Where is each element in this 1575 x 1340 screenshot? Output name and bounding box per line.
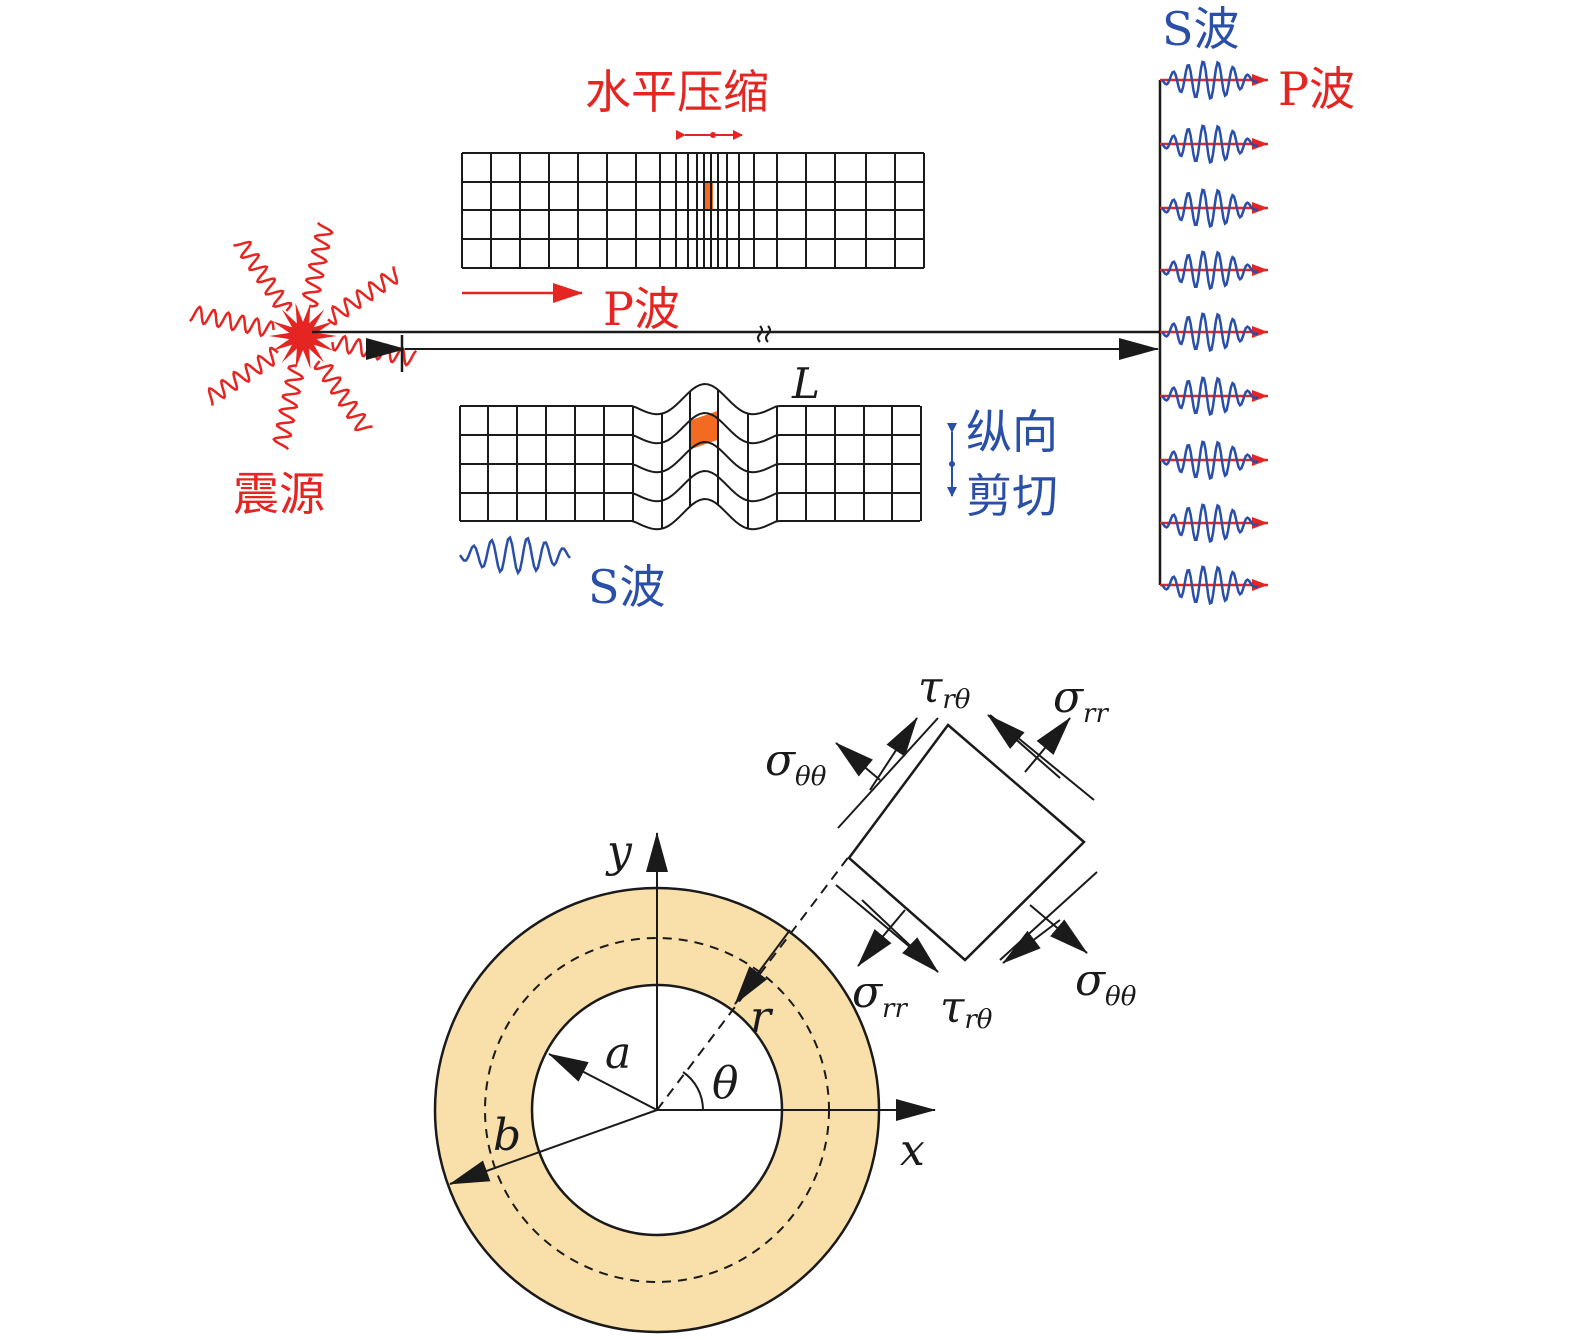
label-radius-b: b — [493, 1110, 521, 1161]
label-angle: θ — [712, 1058, 739, 1109]
label-sigma-rr-top: σrr — [1053, 672, 1109, 729]
wave-train — [1160, 376, 1268, 417]
label-axis-x: x — [900, 1125, 925, 1176]
wave-train — [1160, 440, 1268, 481]
wave-train — [1160, 312, 1268, 353]
label-s-wave-right: S波 — [1162, 2, 1240, 56]
label-distance: L — [791, 359, 820, 408]
label-p-wave-mid: P波 — [603, 282, 680, 336]
label-sigma-tt-bottom: σθθ — [1075, 955, 1137, 1012]
label-compression: 水平压缩 — [585, 65, 769, 119]
wave-train — [1160, 565, 1268, 606]
wave-train — [1160, 503, 1268, 544]
label-tau-top: τrθ — [918, 662, 971, 715]
radius-a-line — [548, 1053, 658, 1111]
s-wave-squiggle-icon — [458, 535, 571, 576]
wave-trains — [1160, 60, 1268, 606]
label-sigma-tt-top: σθθ — [765, 735, 827, 792]
wave-train — [1160, 124, 1268, 165]
stress-arrows — [835, 714, 1098, 973]
label-radius-r: r — [750, 992, 774, 1043]
shear-grid — [459, 382, 922, 531]
compression-grid — [461, 152, 925, 269]
label-shear-line2: 剪切 — [966, 469, 1058, 523]
label-radius-a: a — [605, 1028, 631, 1079]
label-shear-line1: 纵向 — [966, 405, 1058, 459]
radius-b-line — [449, 1109, 658, 1185]
stress-element — [847, 723, 1086, 962]
label-tau-bottom: τrθ — [940, 982, 993, 1035]
label-axis-y: y — [605, 826, 633, 877]
label-sigma-rr-bottom: σrr — [852, 967, 908, 1024]
label-s-wave-bottom: S波 — [588, 560, 666, 614]
label-p-wave-right: P波 — [1278, 62, 1355, 116]
radius-r-arrow — [734, 929, 791, 1005]
label-source: 震源 — [233, 467, 325, 521]
angle-arc — [682, 1071, 705, 1111]
source-burst-icon — [188, 221, 418, 451]
wave-train — [1160, 250, 1268, 291]
compression-arrow-icon — [676, 130, 743, 140]
shear-arrow-icon — [947, 423, 957, 497]
wave-train — [1160, 188, 1268, 229]
wave-train — [1160, 60, 1268, 101]
